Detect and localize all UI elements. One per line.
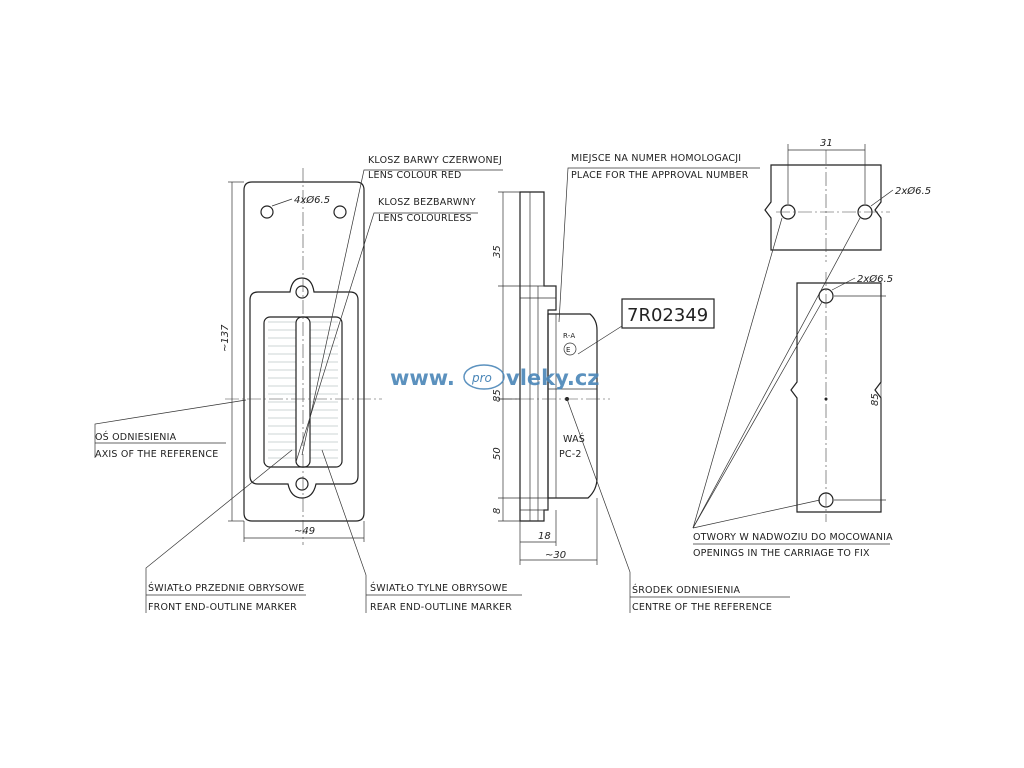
label-axis-ref-pl: OŚ ODNIESIENIA: [95, 431, 177, 443]
side-base-plate: [519, 191, 557, 522]
carriage-top-block: [764, 164, 882, 251]
side-mark-pc2: PC-2: [559, 449, 582, 460]
dimension-width-total: ~49: [294, 526, 315, 537]
front-view: ~137 ~49 4xØ6.5: [220, 168, 382, 545]
label-front-marker-pl: ŚWIATŁO PRZEDNIE OBRYSOWE: [148, 582, 304, 594]
lamp-lug-hole-bottom: [295, 477, 309, 491]
label-openings-en: OPENINGS IN THE CARRIAGE TO FIX: [693, 548, 870, 559]
dimension-carriage-85: 85: [870, 393, 881, 406]
watermark-badge: pro: [471, 371, 492, 385]
carriage-view: 31 2xØ6.5 85 2xØ6.5: [764, 138, 931, 522]
lamp-lug-hole-top: [295, 285, 309, 299]
label-lens-red-en: LENS COLOUR RED: [368, 170, 462, 181]
dimension-carriage-31: 31: [820, 138, 833, 149]
approval-number: 7R02349: [627, 305, 708, 326]
side-lamp-housing: [547, 313, 598, 499]
dimension-side-50: 50: [492, 447, 503, 460]
lamp-body-outline: [249, 277, 359, 499]
front-plate-outline: [243, 181, 365, 522]
label-rear-marker-pl: ŚWIATŁO TYLNE OBRYSOWE: [370, 582, 508, 594]
dimension-carriage-holes-bottom: 2xØ6.5: [857, 273, 893, 285]
side-view: R-A E WAŚ PC-2 35 85 50 8 18 ~30: [492, 191, 610, 565]
side-mark-ra: R-A: [563, 332, 575, 340]
dimension-side-85: 85: [492, 389, 503, 402]
dimension-carriage-holes-top: 2xØ6.5: [895, 185, 931, 197]
side-view-labels: MIEJSCE NA NUMER HOMOLOGACJI PLACE FOR T…: [558, 153, 790, 613]
mounting-hole-top-right: [333, 205, 347, 219]
label-rear-marker-en: REAR END-OUTLINE MARKER: [370, 602, 512, 613]
label-axis-ref-en: AXIS OF THE REFERENCE: [95, 449, 218, 460]
approval-number-box: [621, 298, 715, 329]
watermark: www. pro vleky.cz: [390, 364, 600, 390]
label-openings-pl: OTWORY W NADWOZIU DO MOCOWANIA: [693, 532, 893, 543]
label-lens-colourless-pl: KLOSZ BEZBARWNY: [378, 197, 476, 208]
label-lens-colourless-en: LENS COLOURLESS: [378, 213, 472, 224]
side-mark-was: WAŚ: [563, 433, 585, 445]
label-lens-red-pl: KLOSZ BARWY CZERWONEJ: [368, 155, 502, 166]
dimension-side-30: ~30: [545, 550, 566, 561]
e-mark-circle: [563, 342, 577, 356]
dimension-side-35: 35: [492, 245, 503, 258]
carriage-bottom-block: [790, 282, 882, 513]
dimension-side-8: 8: [492, 508, 503, 514]
dimension-side-18: 18: [538, 531, 551, 542]
carriage-labels: OTWORY W NADWOZIU DO MOCOWANIA OPENINGS …: [692, 217, 893, 559]
front-view-labels: KLOSZ BARWY CZERWONEJ LENS COLOUR RED KL…: [94, 155, 522, 613]
e-mark-icon: E: [566, 346, 571, 354]
watermark-suffix: vleky.cz: [506, 366, 600, 390]
label-centre-ref-pl: ŚRODEK ODNIESIENIA: [632, 584, 741, 596]
dimension-front-holes: 4xØ6.5: [294, 194, 330, 206]
label-front-marker-en: FRONT END-OUTLINE MARKER: [148, 602, 297, 613]
lens-hatching: [268, 321, 338, 459]
mounting-hole-top-left: [260, 205, 274, 219]
watermark-badge-shape: [463, 364, 505, 390]
label-centre-ref-en: CENTRE OF THE REFERENCE: [632, 602, 772, 613]
dimension-height-total: ~137: [220, 324, 231, 352]
label-approval-place-en: PLACE FOR THE APPROVAL NUMBER: [571, 170, 749, 181]
label-approval-place-pl: MIEJSCE NA NUMER HOMOLOGACJI: [571, 153, 741, 164]
watermark-prefix: www.: [390, 366, 455, 390]
